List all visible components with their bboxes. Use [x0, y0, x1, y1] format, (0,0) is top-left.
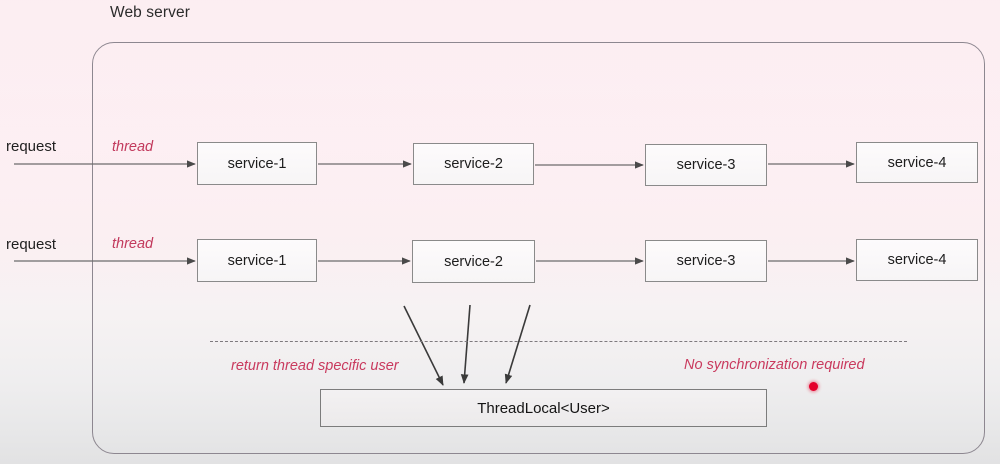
- dashed-separator: [210, 341, 907, 342]
- service-box-row2-service-1[interactable]: service-1: [197, 239, 317, 282]
- threadlocal-box[interactable]: ThreadLocal<User>: [320, 389, 767, 427]
- service-box-row1-service-4[interactable]: service-4: [856, 142, 978, 183]
- service-box-row1-service-2[interactable]: service-2: [413, 143, 534, 185]
- request-label-row-2: request: [6, 236, 57, 253]
- thread-label-row-2: thread: [112, 236, 154, 252]
- service-box-row1-service-1[interactable]: service-1: [197, 142, 317, 185]
- request-label-row-1: request: [6, 138, 57, 155]
- web-server-container: [92, 42, 985, 454]
- service-box-row2-service-2[interactable]: service-2: [412, 240, 535, 283]
- service-box-row2-service-4[interactable]: service-4: [856, 239, 978, 281]
- thread-label-row-1: thread: [112, 139, 154, 155]
- annotation-no-synchronization-required: No synchronization required: [684, 357, 865, 373]
- service-box-row1-service-3[interactable]: service-3: [645, 144, 767, 186]
- laser-pointer-dot: [809, 382, 818, 391]
- service-box-row2-service-3[interactable]: service-3: [645, 240, 767, 282]
- annotation-return-thread-specific-user: return thread specific user: [231, 358, 399, 374]
- web-server-title: Web server: [110, 4, 190, 21]
